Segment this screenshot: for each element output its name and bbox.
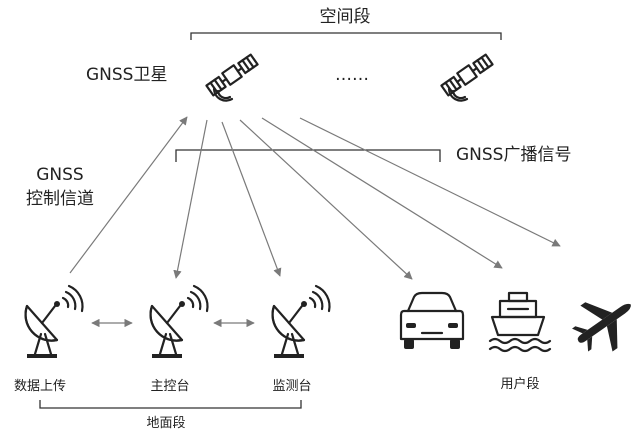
broadcast-line-master — [173, 119, 208, 279]
control-channel-label-line2: 控制信道 — [26, 189, 94, 209]
space-segment-label: 空间段 — [320, 7, 371, 27]
control-channel-label-line1: GNSS — [36, 165, 83, 185]
satellite-icon — [439, 52, 495, 102]
control-uplink-line — [69, 116, 188, 274]
broadcast-line-plane — [299, 117, 561, 247]
user-segment-label: 用户段 — [500, 376, 539, 392]
ground-segment-bracket — [39, 400, 302, 409]
broadcast-line-car — [239, 119, 413, 280]
broadcast-line-ship — [261, 117, 503, 269]
car-icon — [399, 291, 465, 349]
airplane-icon — [572, 302, 631, 352]
broadcast-signal-bracket — [175, 149, 441, 162]
satellite-label: GNSS卫星 — [86, 65, 167, 85]
ship-icon — [488, 291, 552, 353]
satellite-dish-icon — [24, 284, 84, 360]
satellite-dish-icon — [271, 284, 331, 360]
ellipsis-text: …… — [335, 65, 369, 85]
satellite-dish-icon — [149, 284, 209, 360]
broadcast-signal-label: GNSS广播信号 — [456, 145, 571, 165]
space-segment-bracket — [190, 32, 502, 40]
ground-segment-label: 地面段 — [146, 416, 185, 431]
broadcast-line-monitor — [221, 121, 282, 277]
satellite-icon — [204, 52, 260, 102]
upload-station-label: 数据上传 — [14, 379, 66, 394]
signal-lines — [69, 116, 561, 280]
master-control-label: 主控台 — [150, 379, 189, 394]
monitor-station-label: 监测台 — [272, 379, 311, 394]
